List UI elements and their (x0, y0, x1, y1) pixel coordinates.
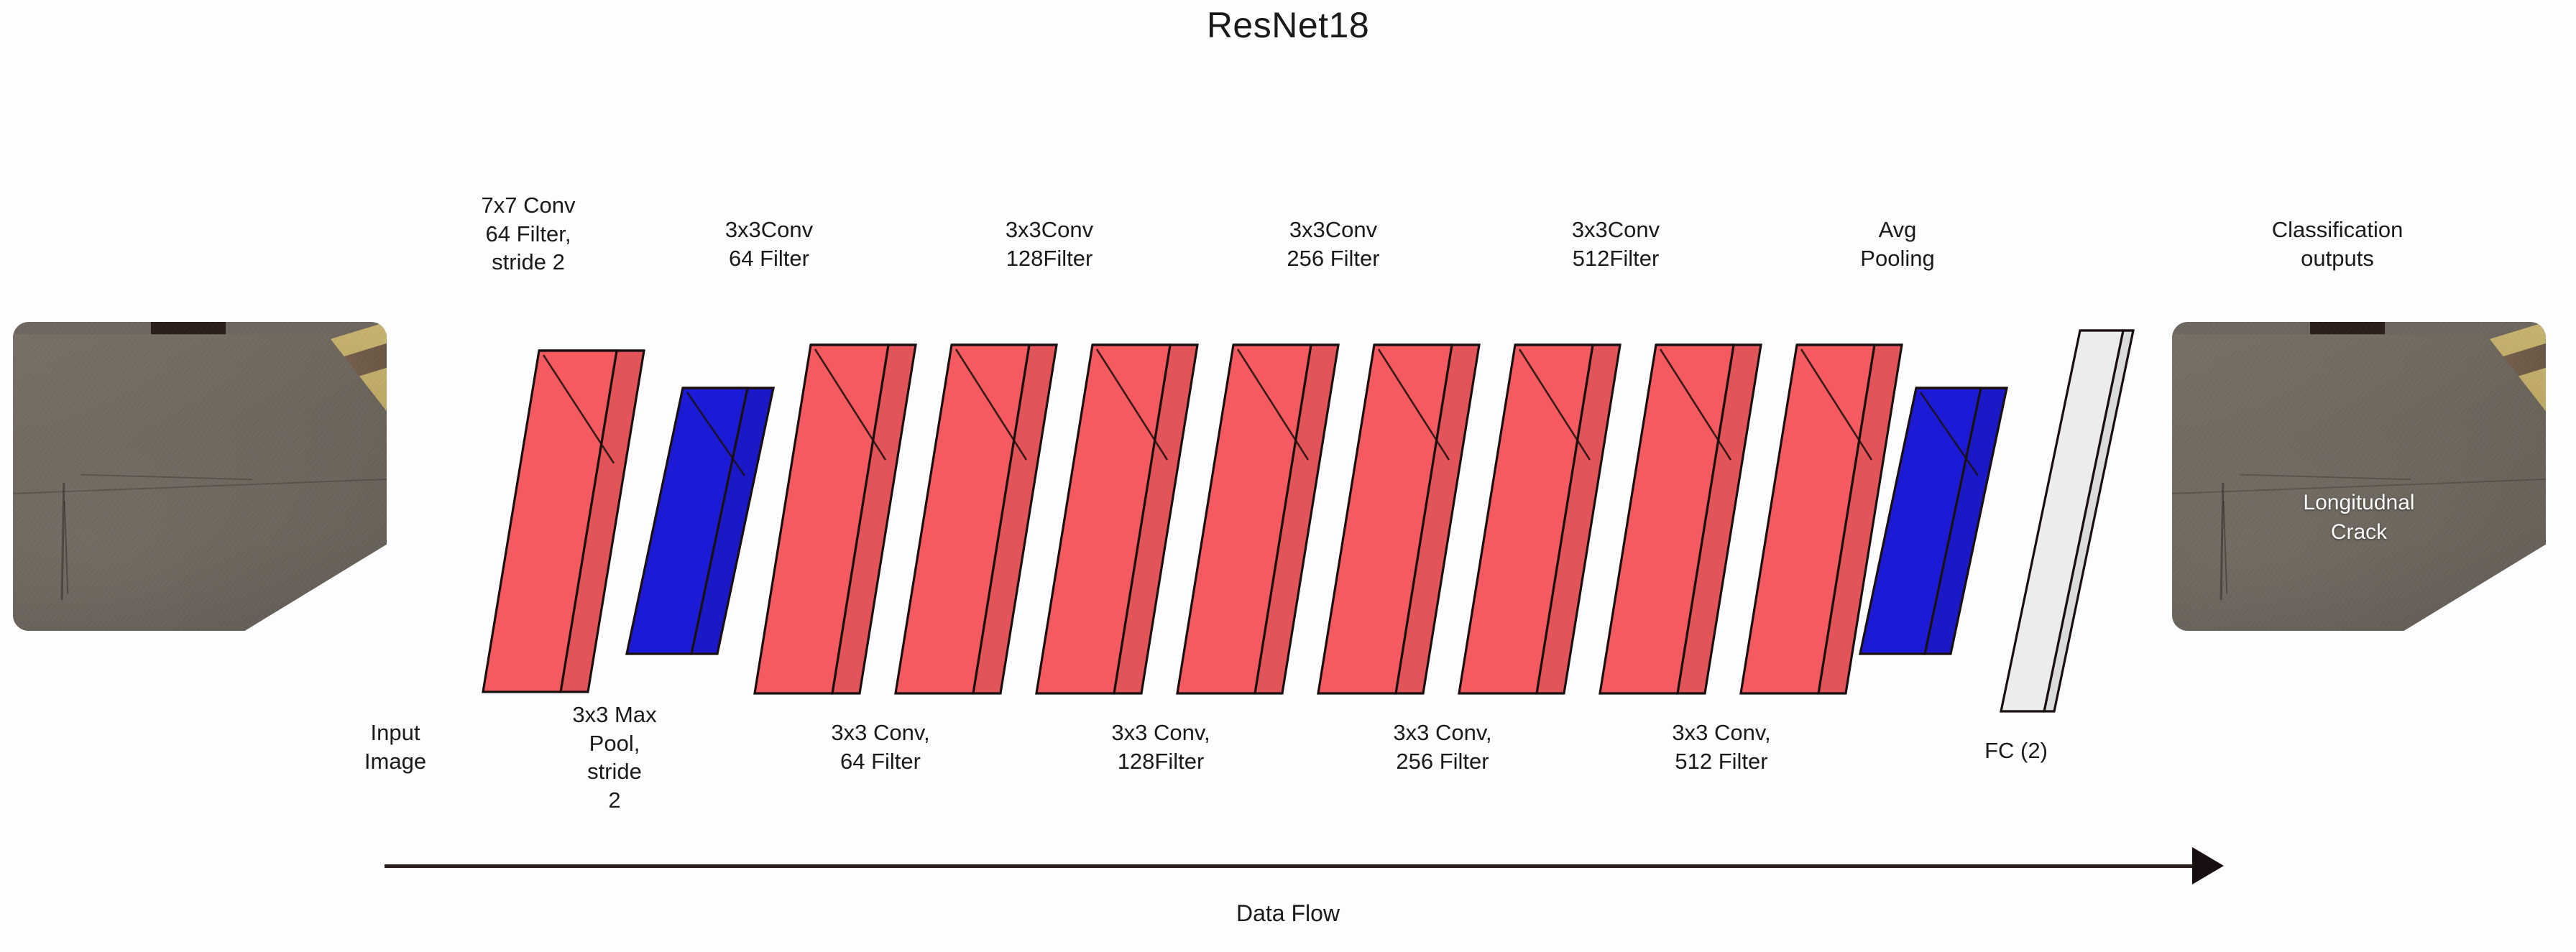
label-conv1-top: 7x7 Conv 64 Filter, stride 2 (431, 191, 625, 277)
label-classification-outputs: Classification outputs (2186, 216, 2488, 272)
text-line: Avg (1878, 217, 1917, 242)
label-fc-bottom: FC (2) (1926, 736, 2106, 765)
layer-block-conv1 (482, 349, 645, 693)
text-line: 128Filter (1117, 748, 1205, 774)
text-line: 256 Filter (1287, 245, 1380, 271)
label-conv5-bottom: 3x3 Conv, 512 Filter (1617, 718, 1826, 775)
data-flow-label: Data Flow (1236, 900, 1340, 926)
label-conv5-top: 3x3Conv 512Filter (1515, 216, 1716, 272)
layer-block-conv4_1 (1317, 343, 1481, 695)
text-line: 64 Filter (840, 748, 921, 774)
text-line: 3x3Conv (724, 217, 814, 242)
arrow-head-icon (2192, 847, 2224, 884)
text-line: 512Filter (1572, 245, 1660, 271)
block-crease (1919, 392, 1979, 476)
text-line: 2 (608, 787, 621, 813)
layer-block-conv2_2 (894, 343, 1058, 695)
texture-grain (13, 322, 387, 631)
text-line: Classification (2271, 217, 2404, 242)
label-conv3-bottom: 3x3 Conv, 128Filter (1057, 718, 1265, 775)
prediction-overlay: Longitudnal Crack (2172, 489, 2546, 547)
text-line: 3x3 Conv, (1672, 720, 1771, 745)
text-line: 3x3 Conv, (1393, 720, 1492, 745)
block-crease (1095, 348, 1169, 461)
label-conv3-top: 3x3Conv 128Filter (949, 216, 1150, 272)
text-line: Image (364, 748, 427, 774)
text-line: Pooling (1860, 245, 1935, 271)
prediction-line-1: Longitudnal (2303, 491, 2415, 515)
text-line: outputs (2301, 245, 2374, 271)
road-surface (13, 334, 387, 631)
layer-block-conv3_1 (1035, 343, 1199, 695)
block-crease (686, 392, 746, 476)
output-image: Longitudnal Crack (2172, 322, 2546, 631)
layer-block-conv4_2 (1458, 343, 1622, 695)
label-conv4-bottom: 3x3 Conv, 256 Filter (1338, 718, 1547, 775)
text-line: FC (2) (1984, 738, 2048, 763)
layer-block-maxpool (625, 387, 775, 655)
label-conv4-top: 3x3Conv 256 Filter (1233, 216, 1434, 272)
block-crease (542, 354, 615, 464)
text-line: 64 Filter, (485, 221, 571, 246)
block-front-face (2000, 329, 2125, 713)
block-crease (814, 348, 887, 461)
block-crease (1236, 348, 1310, 461)
layer-block-avgpool (1859, 387, 2008, 655)
text-line: 3x3 Conv, (831, 720, 930, 745)
label-maxpool-bottom: 3x3 Max Pool, stride 2 (525, 701, 704, 815)
label-conv2-top: 3x3Conv 64 Filter (668, 216, 870, 272)
block-crease (1377, 348, 1450, 461)
text-line: 3x3Conv (1289, 217, 1378, 242)
texture-grain (2172, 322, 2546, 631)
layer-block-conv5_2 (1739, 343, 1903, 695)
layer-block-fc (2000, 329, 2135, 713)
label-conv2-bottom: 3x3 Conv, 64 Filter (776, 718, 985, 775)
page-title: ResNet18 (1206, 5, 1370, 45)
text-line: 256 Filter (1396, 748, 1489, 774)
layer-block-conv3_2 (1176, 343, 1340, 695)
text-line: 128Filter (1006, 245, 1093, 271)
text-line: 3x3 Max (572, 702, 657, 727)
text-line: 3x3Conv (1571, 217, 1660, 242)
label-input-image: Input Image (305, 718, 485, 775)
text-line: Pool, (589, 730, 640, 756)
prediction-line-2: Crack (2330, 519, 2388, 544)
text-line: 3x3 Conv, (1111, 720, 1210, 745)
layer-block-conv5_1 (1598, 343, 1762, 695)
label-avgpool-top: Avg Pooling (1797, 216, 1998, 272)
block-crease (1659, 348, 1732, 461)
text-line: 512 Filter (1675, 748, 1768, 774)
text-line: 64 Filter (729, 245, 809, 271)
text-line: stride (587, 759, 642, 785)
block-crease (954, 348, 1028, 461)
layer-block-conv2_1 (753, 343, 917, 695)
text-line: 3x3Conv (1005, 217, 1094, 242)
text-line: 7x7 Conv (481, 193, 576, 218)
block-crease (1518, 348, 1591, 461)
arrow-shaft (385, 864, 2196, 868)
text-line: stride 2 (492, 249, 565, 275)
road-surface (2172, 334, 2546, 631)
text-line: Input (370, 720, 420, 745)
block-crease (1800, 348, 1873, 461)
input-image (13, 322, 387, 631)
